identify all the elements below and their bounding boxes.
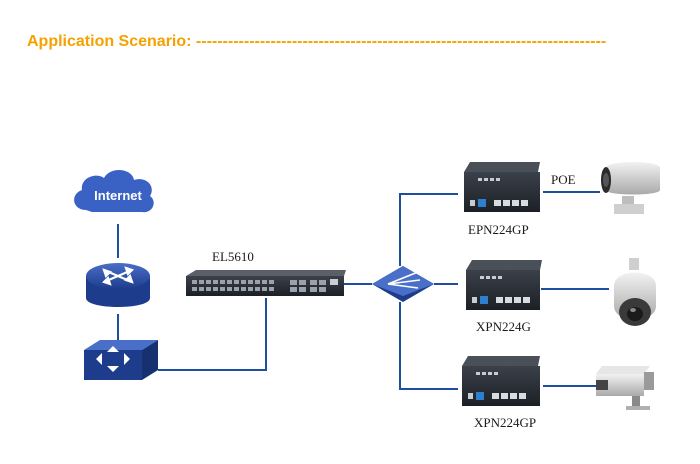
page-title: Application Scenario: ------------------… — [27, 33, 607, 50]
onu-bottom-device — [462, 356, 540, 406]
box-camera-icon — [596, 366, 654, 410]
onu-mid-device — [466, 260, 542, 310]
dome-camera-icon — [614, 258, 656, 326]
link-splitter-top — [399, 193, 458, 266]
router-icon — [86, 263, 150, 307]
el5610-label: EL5610 — [212, 249, 254, 264]
cloud-icon: Internet — [74, 169, 154, 213]
poe-label: POE — [551, 172, 576, 187]
bullet-camera-icon — [601, 162, 660, 214]
splitter-icon — [372, 266, 434, 302]
link-switch-el5610 — [158, 298, 267, 371]
switch-icon — [84, 340, 158, 380]
onu-mid-label: XPN224G — [476, 319, 531, 334]
el5610-device — [186, 270, 346, 296]
onu-bottom-label: XPN224GP — [474, 415, 536, 430]
link-splitter-bottom — [399, 302, 458, 390]
internet-label: Internet — [94, 188, 142, 203]
links — [117, 191, 609, 390]
onu-top-device — [464, 162, 540, 212]
onu-top-label: EPN224GP — [468, 222, 529, 237]
